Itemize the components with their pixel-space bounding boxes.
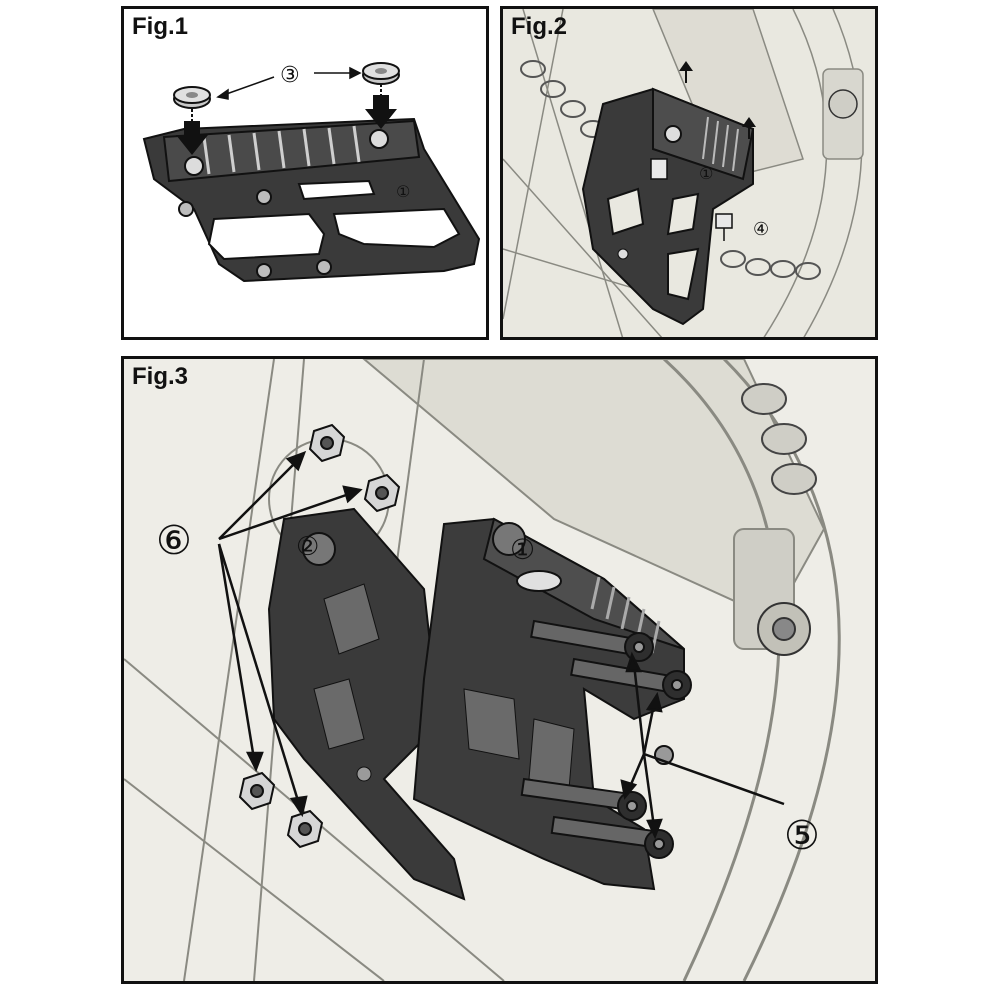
bolt-sketch: [650, 158, 733, 241]
fig1-callout-1: ①: [396, 182, 410, 201]
fig3-callout-5: ⑤: [784, 813, 820, 859]
washer-right: [362, 62, 400, 85]
down-arrow-left-icon: [176, 109, 208, 155]
bolt-set-5: [520, 619, 692, 859]
chain-guide-plate: [142, 117, 481, 283]
fig2-callout-1: ①: [699, 164, 713, 183]
fig3-panel: Fig.3: [121, 356, 878, 984]
nut-set-6: [238, 423, 401, 849]
nut-bottom-2: [286, 809, 324, 849]
fig2-diagram: ① ④: [503, 9, 864, 337]
down-arrow-right-icon: [365, 84, 397, 129]
guide-plate-2: [267, 507, 466, 901]
fig2-callout-4: ④: [753, 219, 769, 240]
fig3-callout-1: ①: [510, 533, 535, 566]
fig3-diagram: ⑥ ② ① ⑤: [124, 359, 841, 981]
fig3-callout-2: ②: [296, 532, 319, 562]
washer-left: [173, 86, 211, 109]
fig1-label: Fig.1: [132, 13, 189, 40]
fig2-panel: Fig.2: [500, 6, 878, 340]
callout-6-arrows: [217, 450, 363, 818]
fig3-label: Fig.3: [132, 363, 189, 390]
fig3-callout-6: ⑥: [156, 518, 192, 564]
guide-plate-1: [412, 517, 685, 891]
fig2-label: Fig.2: [511, 13, 568, 40]
fig1-diagram: ③ ①: [142, 62, 481, 283]
nut-top-1: [308, 423, 346, 463]
callout-5-arrows: [620, 651, 785, 840]
nut-top-2: [363, 473, 401, 513]
up-arrow-icon: [679, 61, 756, 139]
chain-sketch: [520, 60, 821, 280]
fig1-callout-3: ③: [280, 63, 300, 88]
chain-guide-installed: [581, 87, 755, 326]
fig1-panel: Fig.1: [121, 6, 489, 340]
nut-bottom-1: [238, 771, 276, 811]
callout-arrows: [216, 66, 362, 100]
wheel-sketch: [503, 9, 864, 337]
